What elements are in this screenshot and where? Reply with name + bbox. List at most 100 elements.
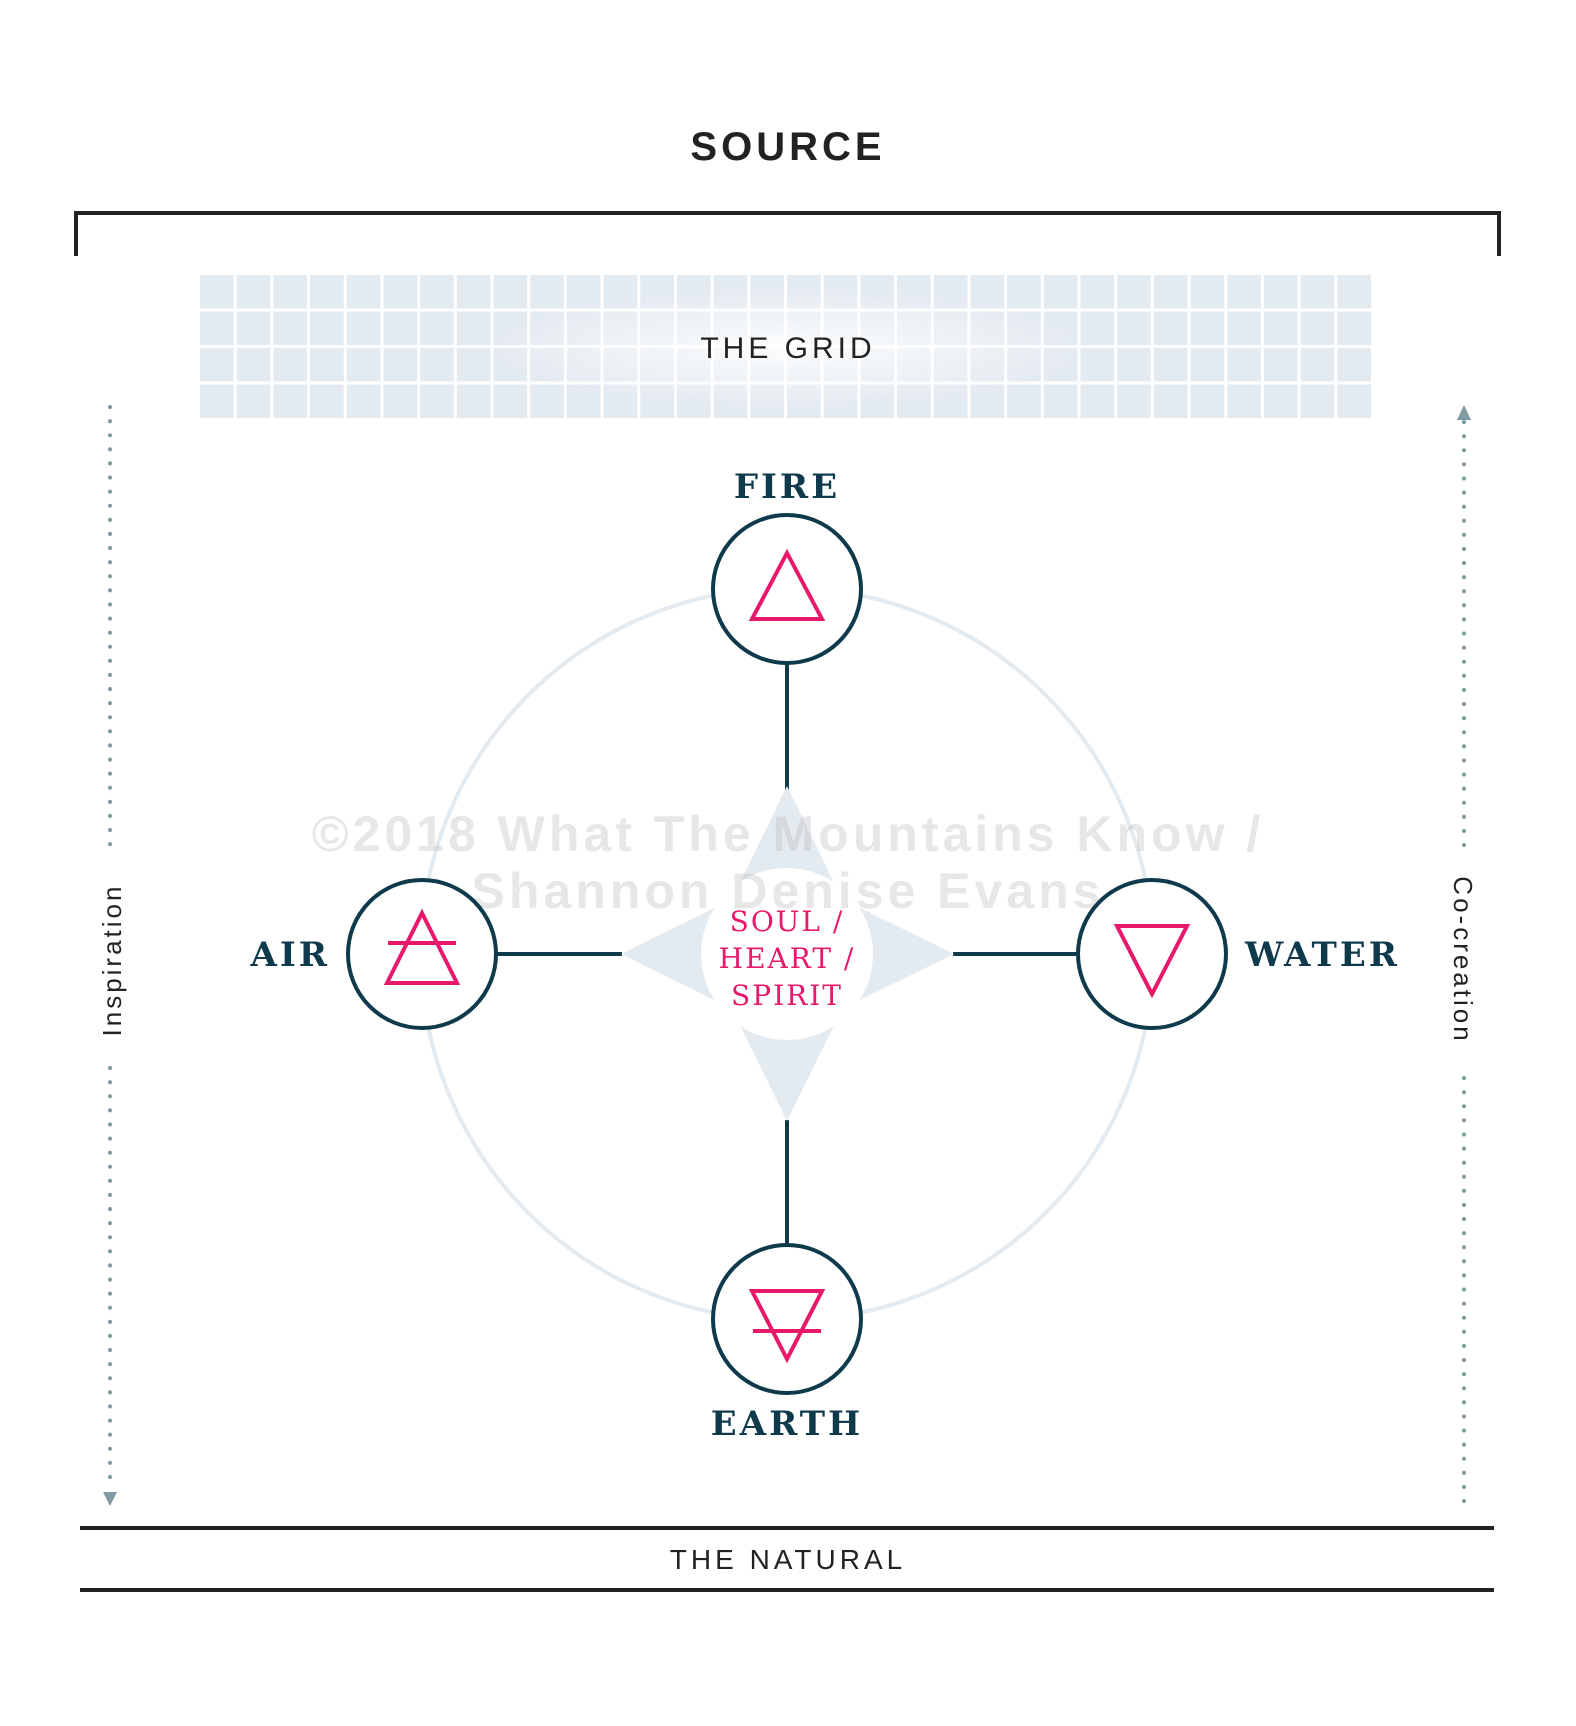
grid-cell — [530, 384, 564, 418]
grid-cell — [1227, 275, 1261, 309]
grid-cell — [1300, 311, 1335, 345]
grid-cell — [1007, 275, 1041, 309]
grid-cell — [383, 384, 418, 418]
grid-cell — [456, 348, 491, 382]
grid-cell — [1117, 275, 1151, 309]
grid-cell — [1337, 348, 1371, 382]
grid-cell — [1263, 311, 1298, 345]
grid-cell — [346, 311, 381, 345]
center-circle — [701, 868, 873, 1040]
grid-cell — [1190, 384, 1225, 418]
grid-cell — [1117, 348, 1151, 382]
grid-cell — [1337, 311, 1371, 345]
grid-cell — [1227, 348, 1261, 382]
grid-cell — [1117, 384, 1151, 418]
arrow-up-icon — [1457, 405, 1471, 420]
grid-cell — [456, 384, 491, 418]
grid-cell — [456, 275, 491, 309]
watermark-line-1: ©2018 What The Mountains Know / — [312, 806, 1265, 862]
grid-cell — [1227, 384, 1261, 418]
grid-cell — [273, 348, 308, 382]
grid-cell — [420, 348, 454, 382]
center-label: SOUL / HEART / SPIRIT — [719, 905, 856, 1012]
grid-cell — [456, 311, 491, 345]
grid-cell — [200, 348, 234, 382]
grid-cell — [200, 275, 234, 309]
grid-cell — [310, 348, 344, 382]
arrow-down-icon — [103, 1492, 117, 1506]
grid-cell — [200, 384, 234, 418]
grid-cell — [346, 384, 381, 418]
grid-cell — [1190, 348, 1225, 382]
grid-cell — [310, 311, 344, 345]
fire-node — [711, 513, 863, 665]
air-label: AIR — [249, 935, 330, 975]
source-title: SOURCE — [690, 125, 885, 169]
fire-label: FIRE — [734, 467, 840, 507]
grid-label: THE GRID — [700, 332, 875, 365]
grid-cell — [1300, 348, 1335, 382]
grid-cell — [1080, 311, 1115, 345]
grid-cell — [1043, 384, 1078, 418]
grid-cell — [346, 348, 381, 382]
grid-cell — [1043, 275, 1078, 309]
water-node — [1076, 878, 1228, 1030]
grid-cell — [1153, 311, 1188, 345]
grid-cell — [1153, 384, 1188, 418]
grid-cell — [1263, 384, 1298, 418]
grid-cell — [383, 348, 418, 382]
grid-cell — [346, 275, 381, 309]
source-bracket — [74, 211, 1501, 256]
air-symbol-icon — [383, 908, 461, 985]
grid-cell — [1080, 348, 1115, 382]
natural-label: THE NATURAL — [670, 1544, 906, 1575]
grid-glow — [487, 288, 1087, 408]
earth-label: EARTH — [711, 1404, 863, 1444]
air-node — [346, 878, 498, 1030]
grid-cell — [273, 275, 308, 309]
fire-symbol-icon — [748, 548, 826, 621]
grid-cell — [1337, 384, 1371, 418]
watermark-line-2: Shannon Denise Evans — [472, 863, 1105, 919]
water-label: WATER — [1244, 935, 1400, 975]
grid-cell — [200, 311, 234, 345]
grid-cell — [420, 275, 454, 309]
grid-cell — [383, 275, 418, 309]
center-line-1: SOUL / — [730, 905, 845, 938]
connectors — [496, 663, 1078, 1246]
center-line-3: SPIRIT — [731, 979, 843, 1012]
grid-cell — [1263, 275, 1298, 309]
grid-cell — [1300, 384, 1335, 418]
grid-cell — [1080, 384, 1115, 418]
grid-cell — [530, 275, 564, 309]
grid-cell — [1190, 311, 1225, 345]
grid-cell — [420, 384, 454, 418]
grid-cell — [1007, 384, 1041, 418]
grid-cell — [310, 275, 344, 309]
grid-cell — [310, 384, 344, 418]
inspiration-label: Inspiration — [97, 884, 127, 1037]
grid-cell — [1337, 275, 1371, 309]
grid-cell — [1263, 348, 1298, 382]
grid-cell — [1117, 311, 1151, 345]
grid-cell — [493, 384, 528, 418]
center-line-2: HEART / — [719, 942, 856, 975]
earth-symbol-icon — [748, 1289, 826, 1364]
grid-cell — [420, 311, 454, 345]
grid-cell — [1153, 275, 1188, 309]
grid-cell — [1153, 348, 1188, 382]
grid-cell — [493, 275, 528, 309]
grid-cell — [273, 311, 308, 345]
grid-cell — [236, 311, 271, 345]
grid-cell — [273, 384, 308, 418]
grid-cell — [1190, 275, 1225, 309]
grid-cell — [1227, 311, 1261, 345]
grid-cell — [1080, 275, 1115, 309]
grid-cell — [236, 348, 271, 382]
grid-cell — [1300, 275, 1335, 309]
cocreation-label: Co-creation — [1448, 876, 1478, 1043]
water-symbol-icon — [1113, 924, 1191, 999]
earth-node — [711, 1243, 863, 1395]
grid-cell — [236, 384, 271, 418]
